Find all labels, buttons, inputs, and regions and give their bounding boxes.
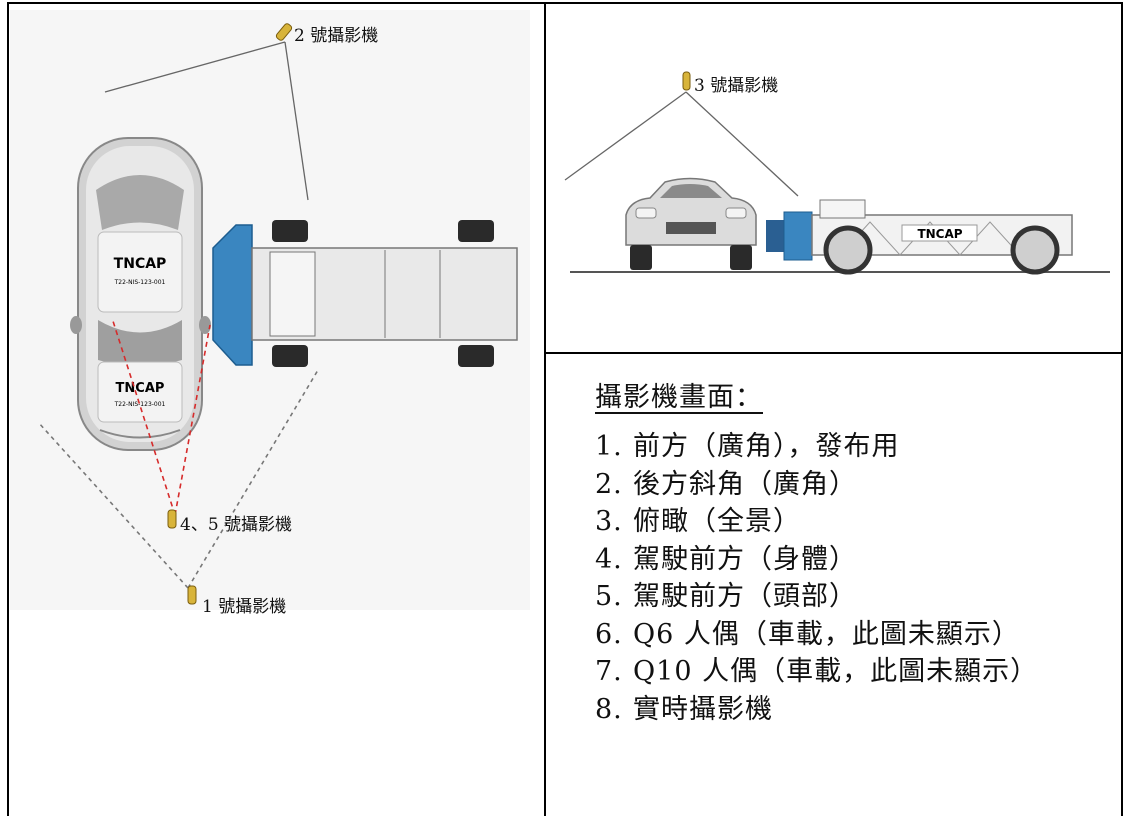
cam2-sightline-left: [104, 41, 286, 93]
car-logo-bottom: TNCAP: [116, 381, 165, 396]
legend-item: 6.Q6 人偶（車載，此圖未顯示）: [595, 618, 1020, 650]
legend-item: 8.實時攝影機: [595, 693, 773, 725]
legend-item: 7.Q10 人偶（車載，此圖未顯示）: [595, 656, 1039, 687]
camera-legend: 攝影機畫面： 1.前方（廣角），發布用 2.後方斜角（廣角） 3.俯瞰（全景） …: [595, 365, 1115, 728]
cam1-sightline-right: [187, 369, 319, 589]
legend-item: 1.前方（廣角），發布用: [595, 431, 900, 462]
car-plate-top: T22-NIS-123-001: [114, 279, 166, 286]
camera-2-icon: [275, 23, 293, 41]
car-front-view: [625, 177, 757, 270]
legend-item: 4.駕駛前方（身體）: [595, 543, 857, 575]
camera-45-label: 4、5 號攝影機: [180, 515, 293, 535]
column-divider: [544, 2, 546, 816]
cam3-sightline-left: [564, 91, 687, 181]
side-view-diagram: TNCAP: [564, 71, 1110, 275]
trolley-logo: TNCAP: [917, 227, 962, 241]
cam4-sightline: [111, 317, 176, 516]
legend-title: 攝影機畫面：: [595, 382, 763, 413]
camera-1-icon: [187, 585, 197, 605]
table-frame: [7, 2, 1123, 816]
car-top-view: TNCAP T22-NIS-123-001 TNCAP T22-NIS-123-…: [70, 137, 211, 451]
top-view-diagram: TNCAP T22-NIS-123-001 TNCAP T22-NIS-123-…: [10, 10, 530, 610]
cam1-sightline-left: [37, 421, 189, 589]
cam3-sightline-right: [685, 91, 799, 197]
car-logo-top: TNCAP: [114, 256, 167, 272]
legend-item: 5.駕駛前方（頭部）: [595, 581, 857, 612]
camera-1-label: 1 號攝影機: [202, 597, 287, 617]
cam2-sightline-right: [284, 41, 309, 201]
trolley-top-view: [212, 220, 518, 367]
camera-45-icon: [167, 509, 177, 529]
legend-item: 2.後方斜角（廣角）: [595, 468, 857, 500]
camera-2-label: 2 號攝影機: [294, 26, 379, 46]
camera-3-label: 3 號攝影機: [694, 76, 779, 96]
legend-item: 3.俯瞰（全景）: [595, 506, 801, 537]
trolley-side-view: TNCAP: [766, 199, 1073, 275]
row-divider: [545, 352, 1123, 354]
car-plate-bottom: T22-NIS-123-001: [114, 401, 166, 408]
camera-3-icon: [682, 71, 691, 91]
